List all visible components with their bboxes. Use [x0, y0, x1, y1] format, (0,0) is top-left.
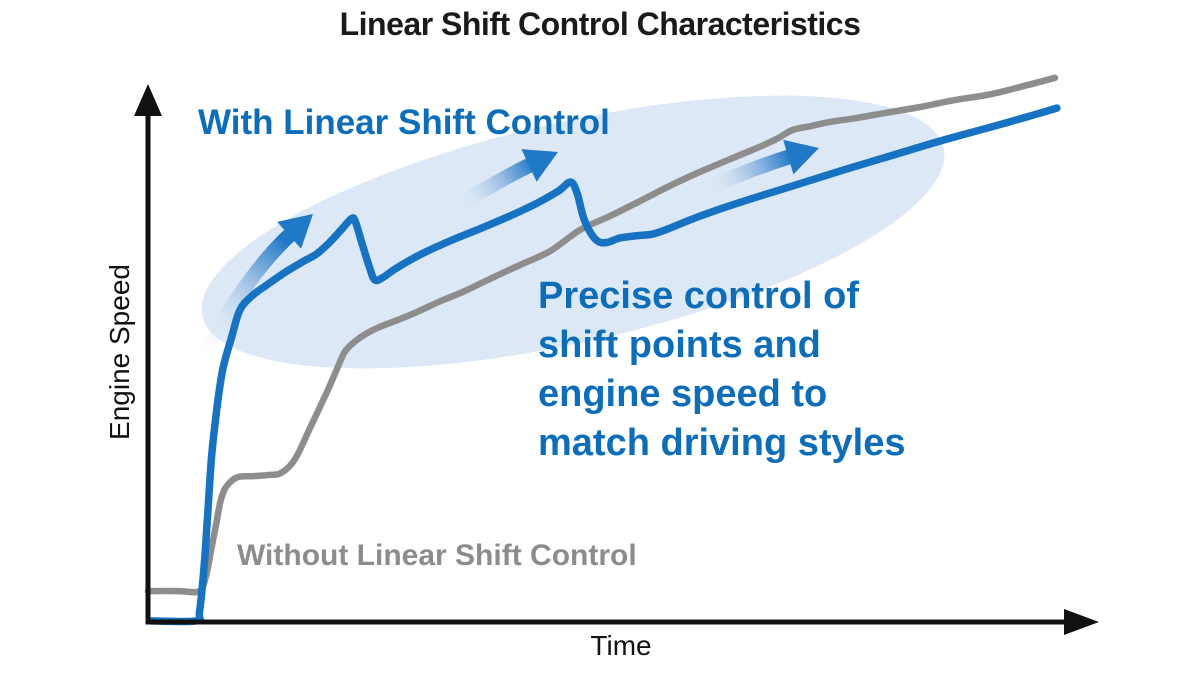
trend-arrow-shaft	[199, 224, 301, 356]
annotation-line: shift points and	[538, 324, 821, 366]
annotation-text: Precise control of shift points and engi…	[538, 272, 905, 468]
without-lsc-curve	[144, 74, 1059, 596]
axes-group	[134, 84, 1099, 635]
trend-arrow-head	[277, 214, 313, 249]
trend-arrow-head	[783, 139, 819, 175]
with-lsc-label: With Linear Shift Control	[198, 103, 610, 142]
trend-arrow-head	[521, 149, 558, 182]
chart-title: Linear Shift Control Characteristics	[339, 6, 861, 42]
trend-arrow	[445, 149, 558, 218]
trend-arrow	[692, 139, 819, 200]
trend-arrow	[199, 214, 313, 356]
annotation-line: match driving styles	[538, 422, 906, 464]
annotation-line: Precise control of	[538, 275, 859, 317]
x-axis-label: Time	[590, 630, 652, 661]
trend-arrow-shaft	[445, 155, 540, 218]
without-lsc-label: Without Linear Shift Control	[237, 539, 637, 572]
with-lsc-curve	[146, 104, 1061, 626]
y-axis-label: Engine Speed	[104, 264, 135, 440]
y-axis-arrowhead	[134, 84, 162, 116]
trend-arrow-shaft	[692, 147, 799, 200]
trend-arrows-group	[199, 139, 819, 356]
x-axis-arrowhead	[1064, 609, 1099, 635]
annotation-line: engine speed to	[538, 373, 828, 415]
